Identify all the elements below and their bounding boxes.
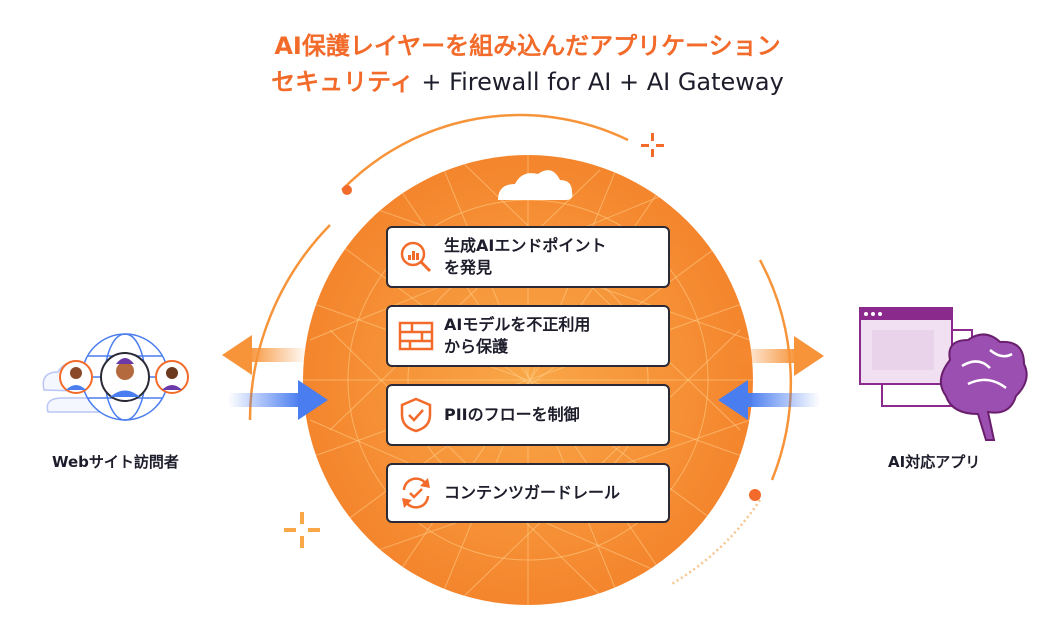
card-text-line1: 生成AIエンドポイント <box>444 236 607 255</box>
label-web-visitors: Webサイト訪問者 <box>52 453 179 471</box>
left-arrows <box>222 335 328 420</box>
title-highlight: セキュリティ <box>271 68 414 96</box>
label-ai-app: AI対応アプリ <box>888 453 981 471</box>
ai-app-icon <box>859 307 1028 441</box>
card-control-pii: PIIのフローを制御 <box>386 384 670 446</box>
card-text-line1: コンテンツガードレール <box>444 483 621 502</box>
card-text-line1: AIモデルを不正利用 <box>444 315 591 334</box>
web-visitors-icon <box>42 333 189 421</box>
firewall-icon <box>398 321 434 351</box>
right-arrows <box>718 336 824 420</box>
orbit-dot <box>342 185 352 195</box>
outer-arc-right <box>758 259 793 481</box>
shield-check-icon <box>400 397 432 433</box>
outer-arc-top <box>341 113 629 191</box>
search-analytics-icon <box>400 241 432 273</box>
sparkle-icon <box>284 512 320 548</box>
refresh-check-icon <box>402 477 430 509</box>
card-text-line2: から保護 <box>444 337 509 356</box>
title-line-2: セキュリティ + Firewall for AI + AI Gateway <box>0 62 1055 97</box>
orbit-dot <box>749 489 761 501</box>
card-discover-endpoints: 生成AIエンドポイント を発見 <box>386 226 670 288</box>
card-content-guardrails: コンテンツガードレール <box>386 463 670 523</box>
cloudflare-logo-icon <box>498 170 573 200</box>
title-rest: + Firewall for AI + AI Gateway <box>413 68 784 96</box>
card-protect-models: AIモデルを不正利用 から保護 <box>386 305 670 367</box>
sparkle-icon <box>641 133 664 157</box>
card-text-line2: を発見 <box>444 258 493 277</box>
card-text-line1: PIIのフローを制御 <box>444 405 580 424</box>
title-line-1: AI保護レイヤーを組み込んだアプリケーション <box>274 32 781 60</box>
